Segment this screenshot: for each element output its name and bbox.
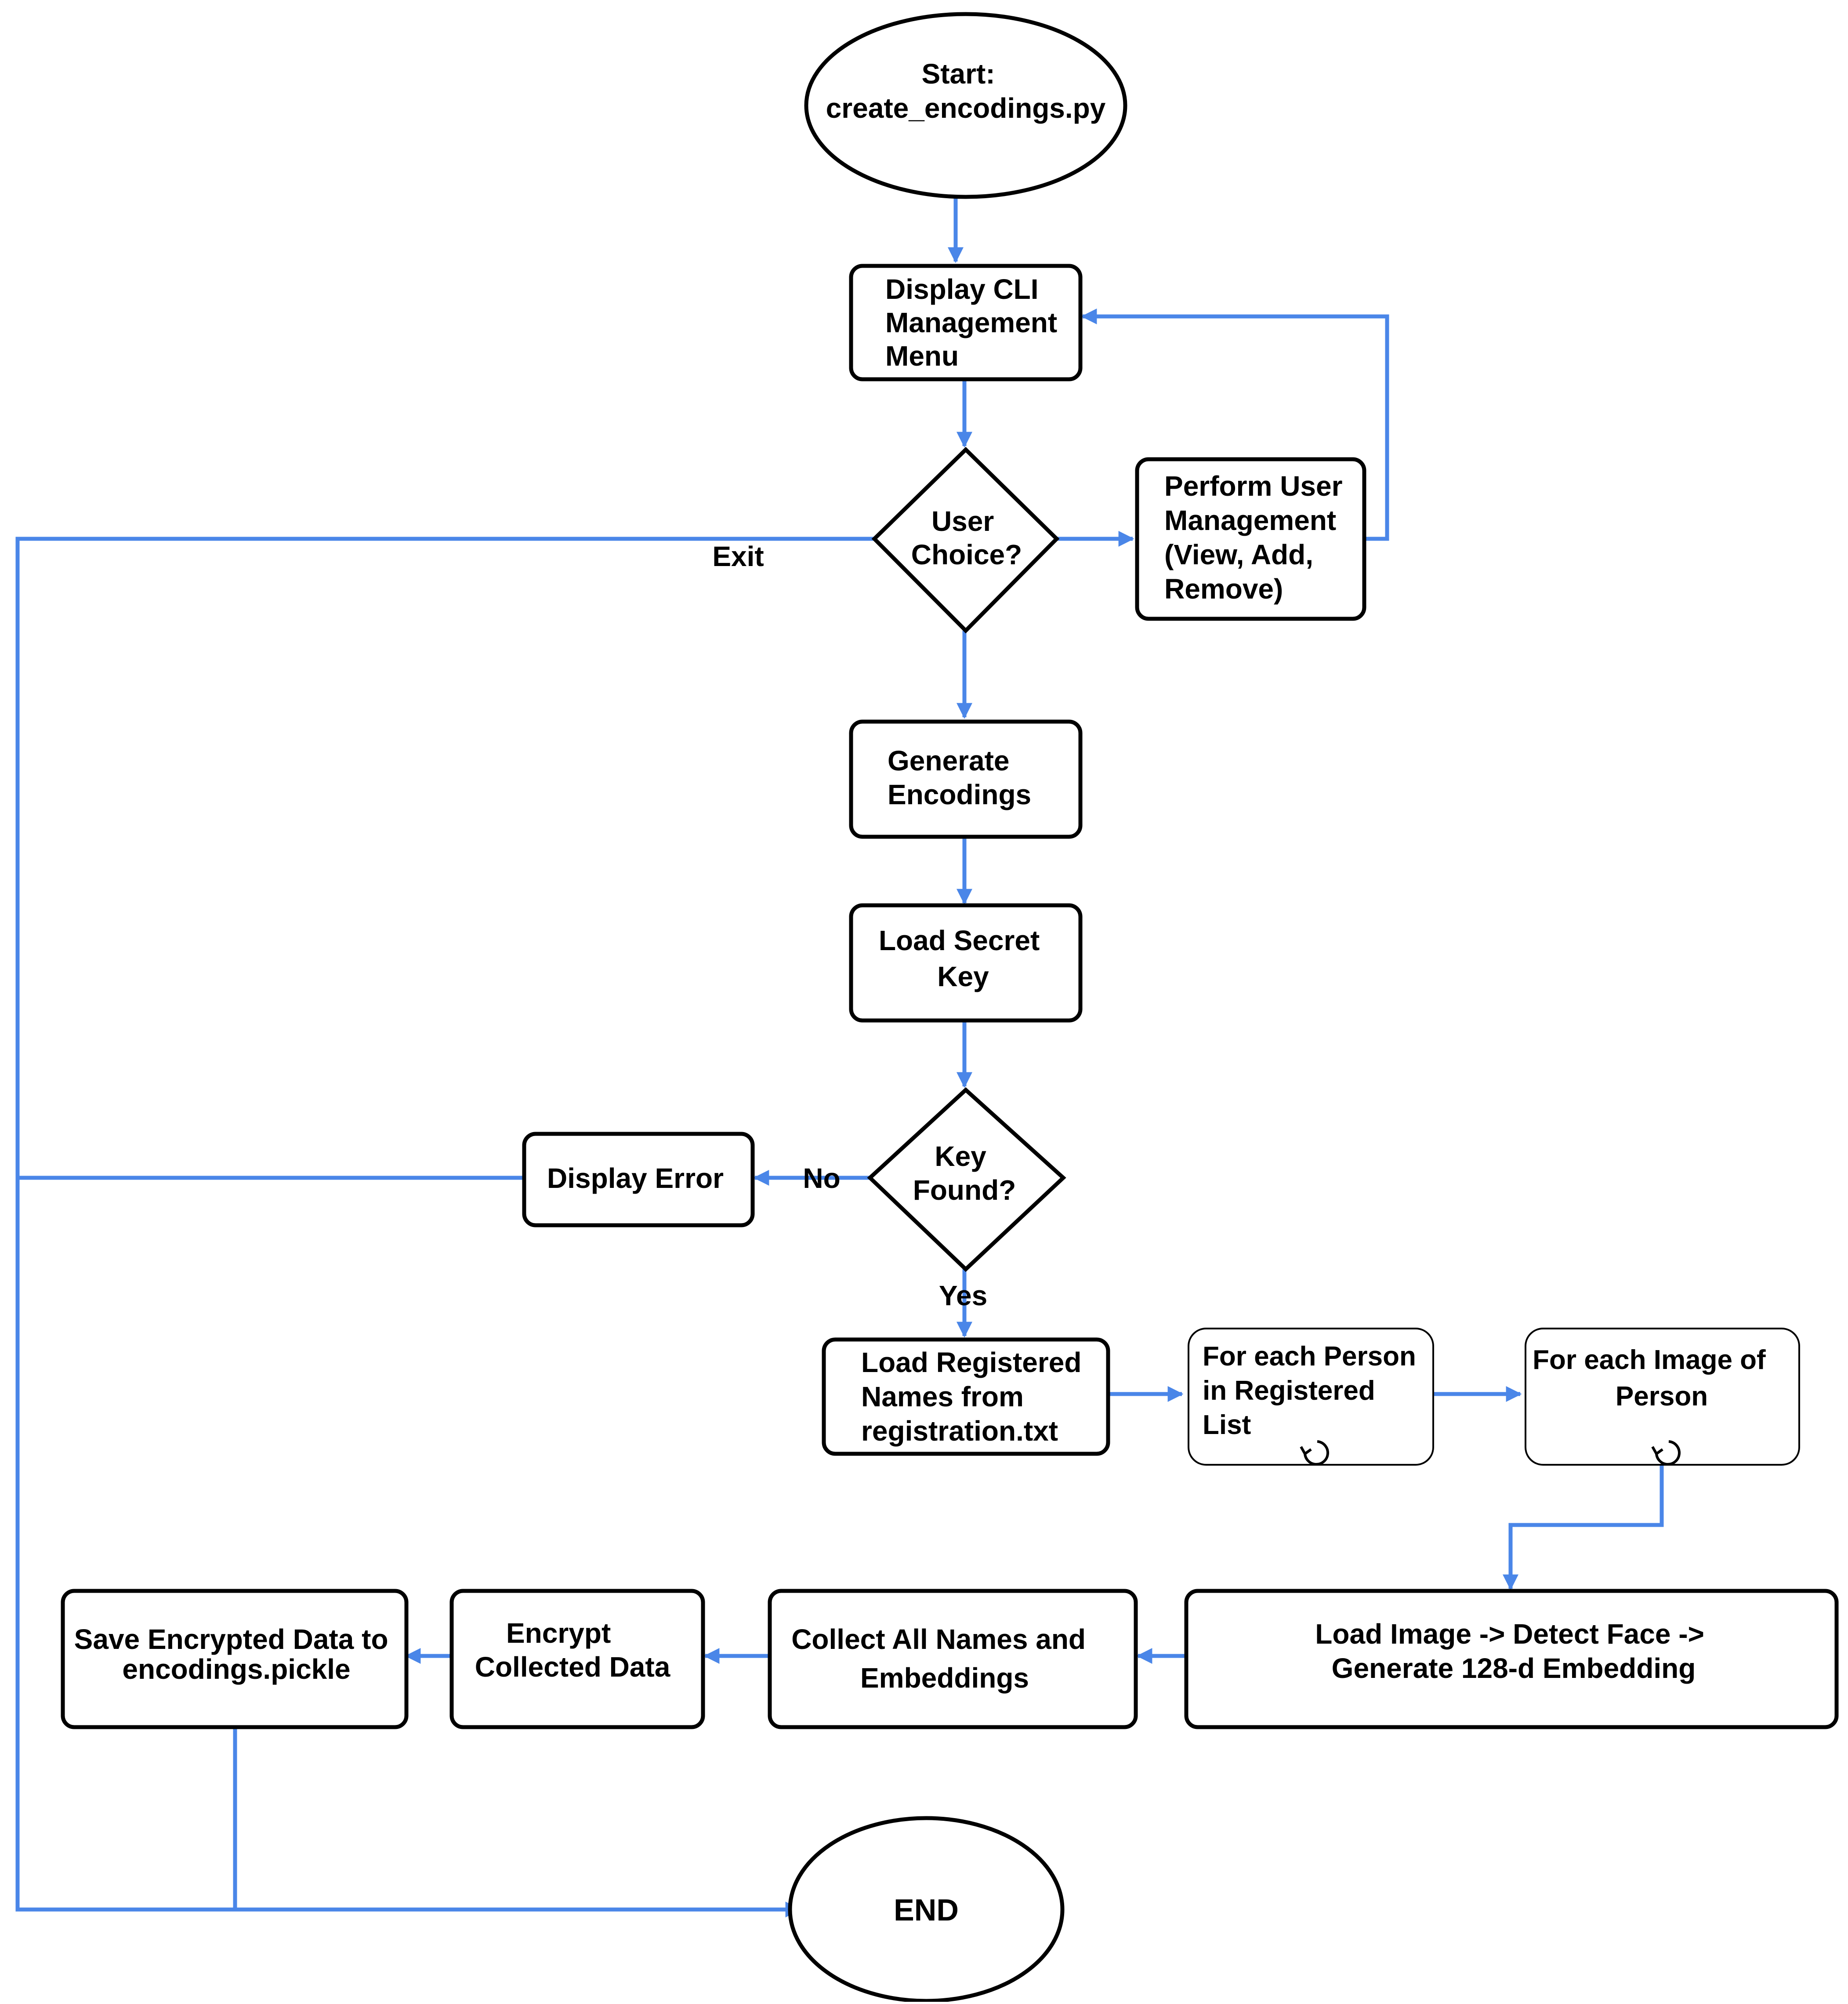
each-image-label: For each Image of Person xyxy=(1533,1345,1773,1412)
load-image-label: Load Image -> Detect Face -> Generate 12… xyxy=(1315,1618,1712,1684)
display-error-node xyxy=(522,1132,755,1227)
edge-eachimage-to-loadimage xyxy=(1503,1465,1664,1590)
collect-label: Collect All Names and Embeddings xyxy=(791,1623,1094,1694)
loop-icon xyxy=(1300,1440,1329,1466)
user-choice-decision xyxy=(871,447,1060,634)
load-names-node xyxy=(822,1337,1110,1456)
collect-node xyxy=(768,1589,1138,1729)
display-menu-label: Display CLI Management Menu xyxy=(885,273,1065,372)
display-menu-node xyxy=(849,264,1083,381)
start-label: Start: create_encodings.py xyxy=(826,58,1106,124)
no-edge-label: No xyxy=(803,1162,840,1194)
yes-edge-label: Yes xyxy=(939,1280,987,1311)
each-image-node xyxy=(1525,1328,1800,1466)
display-error-label: Display Error xyxy=(547,1162,724,1194)
end-label: END xyxy=(894,1893,959,1927)
encrypt-node xyxy=(449,1589,705,1729)
load-image-node xyxy=(1184,1589,1839,1729)
encrypt-label: Encrypt Collected Data xyxy=(475,1617,670,1683)
save-node xyxy=(61,1589,409,1729)
user-choice-label: User Choice? xyxy=(911,505,1022,570)
key-found-decision xyxy=(867,1087,1066,1272)
perform-mgmt-node xyxy=(1135,457,1366,621)
load-key-node xyxy=(849,903,1083,1023)
start-node xyxy=(804,12,1127,199)
exit-edge-label: Exit xyxy=(712,541,764,572)
key-found-label: Key Found? xyxy=(913,1140,1016,1206)
generate-node xyxy=(849,719,1083,839)
end-node xyxy=(788,1816,1065,2003)
each-person-node xyxy=(1188,1328,1434,1466)
save-label: Save Encrypted Data to encodings.pickle xyxy=(74,1623,396,1685)
load-key-label: Load Secret Key xyxy=(879,925,1047,992)
edge-mgmt-back-to-menu xyxy=(1081,309,1389,541)
generate-label: Generate Encodings xyxy=(888,745,1031,810)
loop-icon xyxy=(1651,1440,1681,1466)
edge-left-rail-to-end xyxy=(15,539,801,1917)
each-person-label: For each Person in Registered List xyxy=(1203,1341,1424,1440)
load-names-label: Load Registered Names from registration.… xyxy=(861,1347,1089,1447)
perform-mgmt-label: Perform User Management (View, Add, Remo… xyxy=(1164,470,1350,605)
connectors xyxy=(15,198,1664,1917)
